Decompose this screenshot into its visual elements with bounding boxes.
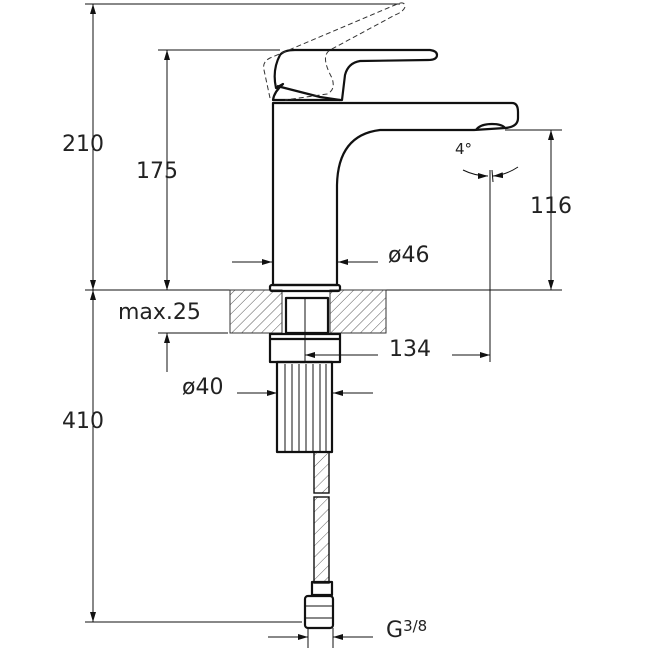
handle-closed: [271, 48, 439, 102]
dimension-116-label: 116: [530, 194, 572, 219]
dimension-40-label: ø40: [182, 375, 224, 400]
dimension-210-label: 210: [62, 132, 104, 157]
faucet-body: [268, 101, 520, 293]
handle-open-dashed: [263, 2, 406, 101]
connection-thread-label: G3/8: [386, 617, 428, 643]
angle-4-indicator: [462, 166, 519, 183]
flexible-hose: [303, 451, 335, 630]
dimension-175-label: 175: [136, 159, 178, 184]
connection-fraction: 3/8: [403, 617, 428, 635]
dimension-134-label: 134: [389, 337, 431, 362]
dimension-max25-label: max.25: [118, 300, 201, 325]
countertop-section: [229, 289, 387, 335]
dimension-410-label: 410: [62, 409, 104, 434]
threaded-shank: [275, 360, 334, 454]
angle-4-label: 4°: [455, 140, 473, 158]
connection-g: G: [386, 618, 404, 643]
dimension-46-label: ø46: [388, 243, 430, 268]
